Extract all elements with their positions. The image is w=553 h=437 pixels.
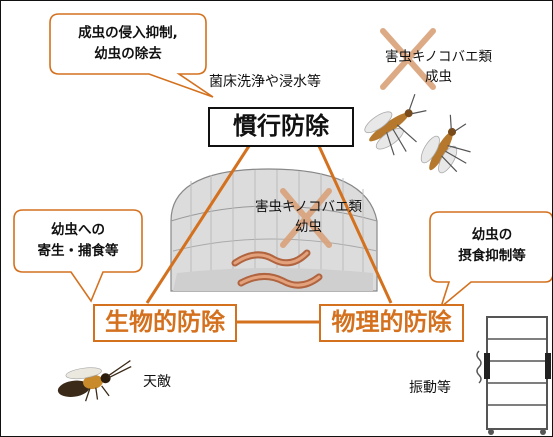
adult-pest-label: 害虫キノコバエ類 成虫 [385, 49, 493, 85]
cross-mark-adult [380, 28, 436, 90]
callout-adult-suppression: 成虫の侵入抑制, 幼虫の除去 [78, 25, 178, 62]
callout-feeding-suppression: 幼虫の 摂食抑制等 [458, 227, 526, 264]
natural-enemy-wasp-illustration [57, 360, 132, 402]
vibration-rack-illustration [476, 316, 551, 435]
adult-fly-illustration [364, 94, 471, 174]
physical-control-box: 物理的防除 [319, 304, 464, 342]
callout-bubble-mid-right [429, 211, 552, 310]
larva-pest-label: 害虫キノコバエ類 幼虫 [255, 199, 363, 235]
cross-mark-larva [280, 188, 332, 248]
conventional-control-box: 慣行防除 [208, 107, 354, 147]
callout-bubble-top-left [49, 13, 214, 98]
vibration-label: 振動等 [409, 380, 451, 396]
callout-parasitism-predation: 幼虫への 寄生・捕食等 [37, 222, 119, 259]
callout-bubble-mid-left [13, 209, 143, 303]
larva-illustration [231, 249, 323, 289]
conventional-detail-label: 菌床洗浄や浸水等 [209, 74, 321, 90]
natural-enemy-label: 天敵 [143, 374, 171, 390]
triangle-connectors [145, 145, 393, 324]
biological-control-box: 生物的防除 [93, 304, 237, 342]
